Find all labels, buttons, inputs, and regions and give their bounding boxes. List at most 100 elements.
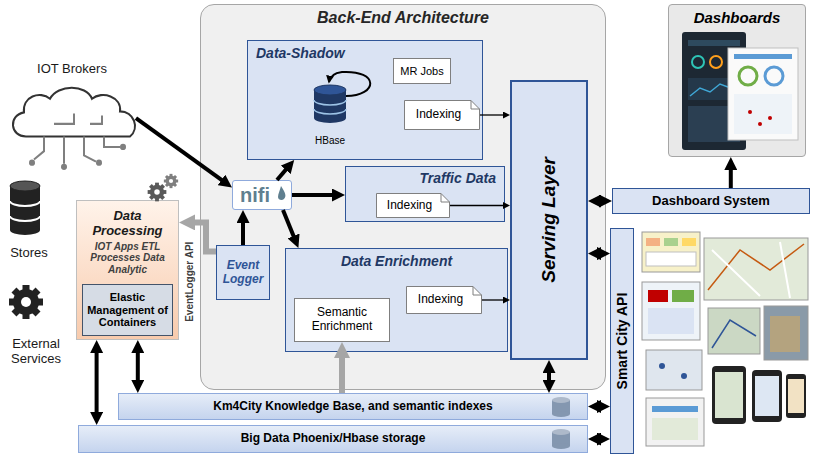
application-screenshots bbox=[642, 232, 808, 446]
connector-arrow bbox=[596, 437, 602, 441]
connector-arrow bbox=[241, 218, 245, 245]
node-title: Data-Shadow bbox=[256, 45, 345, 61]
processing-gear bbox=[170, 174, 173, 188]
document-shape: Indexing bbox=[376, 193, 450, 218]
architecture-panel: Back-End ArchitectureData-ShadowHBase MR … bbox=[200, 4, 606, 390]
dashboard-screenshot bbox=[734, 54, 792, 59]
node-title: IOT Brokers bbox=[37, 62, 107, 77]
application-screenshots bbox=[764, 306, 808, 360]
application-screenshots bbox=[681, 373, 687, 379]
logo-box: nifi bbox=[232, 180, 292, 210]
free-label: EventLogger API bbox=[184, 242, 196, 322]
node-title: Smart City API bbox=[614, 293, 630, 390]
node-title: Indexing bbox=[418, 293, 463, 307]
dashboard-screenshot bbox=[758, 122, 762, 126]
processing-gear bbox=[148, 190, 167, 194]
stores-icon bbox=[10, 181, 40, 191]
processing-gear bbox=[169, 179, 173, 183]
connector-arrow bbox=[596, 199, 604, 203]
cloud-node-outline bbox=[4, 62, 140, 170]
free-label: External Services bbox=[0, 337, 72, 367]
process-box: MR Jobs bbox=[393, 58, 451, 84]
dashboard-screenshot bbox=[768, 116, 772, 120]
node-title: Back-End Architecture bbox=[317, 9, 489, 27]
processing-gear bbox=[164, 180, 178, 183]
node-title: Event Logger bbox=[220, 259, 266, 287]
document-outline bbox=[405, 101, 480, 130]
band-database-icon bbox=[552, 400, 570, 414]
connector-arrow bbox=[277, 166, 289, 180]
node-title: Data Enrichment bbox=[341, 253, 452, 269]
application-screenshots bbox=[648, 290, 668, 302]
serving-layer-box: Serving Layer bbox=[510, 80, 588, 360]
application-screenshots bbox=[646, 350, 702, 390]
application-screenshots bbox=[712, 320, 756, 348]
dashboards-panel: Dashboards bbox=[668, 4, 806, 157]
node-title: Serving Layer bbox=[538, 157, 560, 283]
component-box: Data-ShadowHBase MR JobsIndexing bbox=[247, 40, 483, 160]
process-box: Semantic Enrichment bbox=[294, 298, 390, 342]
external-services-gear bbox=[13, 289, 39, 315]
connector-arrow bbox=[596, 405, 602, 409]
component-box: Dashboard System bbox=[612, 188, 810, 214]
connector-arrow bbox=[450, 205, 506, 206]
external-services-gear bbox=[12, 288, 41, 317]
processing-gear bbox=[165, 175, 177, 187]
band-database-icon bbox=[552, 429, 570, 435]
band-database-icon bbox=[552, 432, 570, 446]
application-screenshots bbox=[788, 379, 804, 413]
application-screenshots bbox=[708, 244, 804, 290]
dashboard-screenshot bbox=[734, 94, 792, 134]
nifi-droplet bbox=[278, 186, 285, 200]
application-screenshots bbox=[642, 232, 700, 272]
processing-gear bbox=[166, 176, 177, 187]
application-screenshots bbox=[672, 290, 694, 302]
connector-arrow bbox=[136, 348, 140, 385]
band-database-icon bbox=[552, 443, 570, 449]
circuit-dot bbox=[120, 144, 126, 150]
document-fold bbox=[473, 287, 482, 296]
database-node: HBase bbox=[312, 84, 348, 146]
processing-gear bbox=[155, 183, 159, 202]
node-title: HBase bbox=[315, 135, 345, 147]
circuit-lines bbox=[34, 113, 120, 163]
stores-icon bbox=[10, 181, 40, 235]
label-slot: Stores bbox=[2, 244, 56, 262]
dashboard-screenshot bbox=[710, 56, 722, 68]
processing-gear bbox=[149, 184, 165, 200]
component-box: Traffic DataIndexing bbox=[345, 166, 505, 222]
application-screenshots bbox=[652, 418, 698, 440]
dashboard-screenshot bbox=[765, 67, 783, 85]
processing-gear bbox=[150, 185, 164, 199]
connector-arrow bbox=[482, 299, 506, 300]
hbase-loop-arrow bbox=[329, 72, 370, 96]
process-box: Elastic Management of Containers bbox=[82, 284, 173, 336]
external-services-gear bbox=[12, 288, 41, 317]
application-screenshots bbox=[646, 398, 704, 446]
processing-gear bbox=[149, 184, 165, 200]
application-screenshots bbox=[786, 374, 806, 418]
api-box: Smart City API bbox=[610, 228, 634, 454]
node-title: Traffic Data bbox=[419, 170, 496, 186]
dashboard-screenshot bbox=[688, 78, 740, 100]
band-database-icon bbox=[552, 397, 570, 449]
cloud-outline bbox=[13, 88, 135, 170]
stores-icon bbox=[10, 186, 40, 230]
external-services-gear bbox=[9, 299, 43, 306]
external-services-gear bbox=[23, 285, 30, 319]
band-database-icon bbox=[552, 411, 570, 417]
band-database-icon bbox=[552, 397, 570, 403]
processing-gear bbox=[154, 189, 160, 195]
node-title: Indexing bbox=[416, 108, 461, 122]
processing-gear bbox=[148, 183, 167, 202]
application-screenshots bbox=[664, 238, 678, 246]
dashboard-screenshot bbox=[692, 56, 704, 68]
connector-arrow bbox=[136, 118, 226, 183]
document-shape: Indexing bbox=[406, 286, 482, 314]
nifi-droplet bbox=[278, 186, 285, 200]
dashboard-screenshot bbox=[688, 106, 740, 142]
application-screenshots bbox=[770, 316, 800, 352]
connector-arrow bbox=[292, 193, 337, 197]
node-title: nifi bbox=[240, 184, 270, 207]
